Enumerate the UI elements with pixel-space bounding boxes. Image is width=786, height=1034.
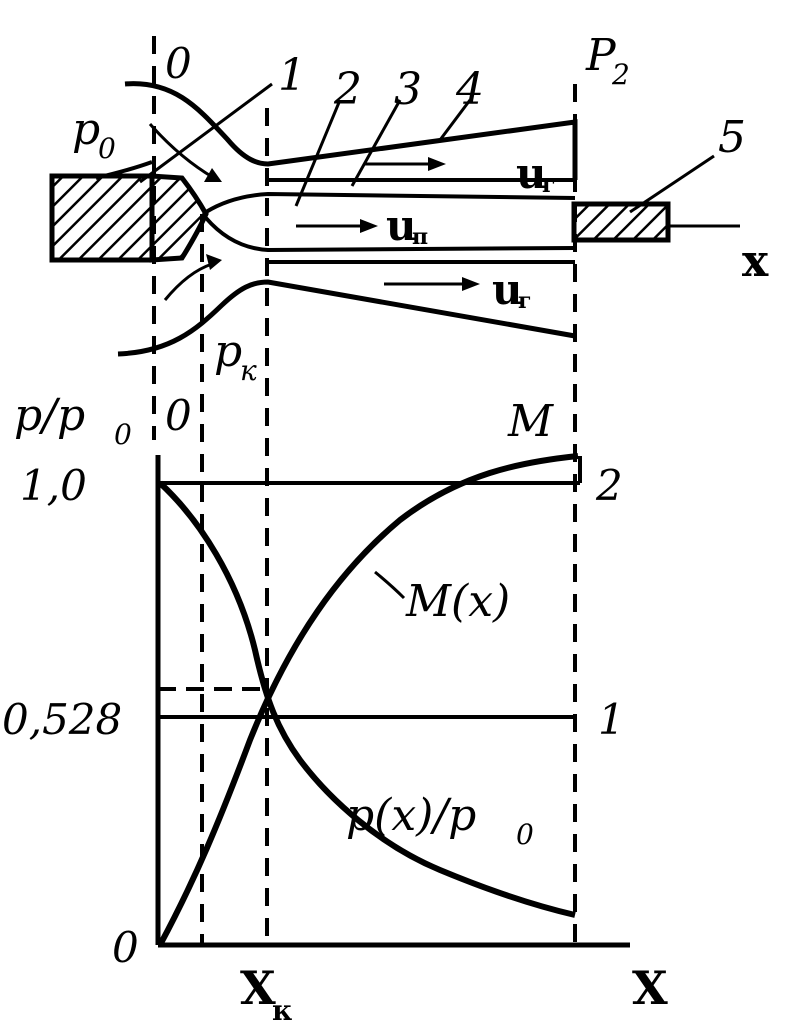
leader-region-1 — [139, 82, 273, 184]
label-M: M — [507, 396, 554, 447]
label-section-0-bottom: 0 — [165, 391, 192, 440]
label-p-of-x: p(x)/p — [346, 790, 476, 841]
label-u-core-sub: п — [412, 224, 428, 250]
label-p0-top: p — [72, 104, 100, 155]
flow-arrowhead-gas-top — [428, 157, 446, 171]
inflow-arrow-top — [148, 123, 215, 180]
label-y-axis-sub: 0 — [114, 418, 132, 451]
curve-mach-number — [157, 453, 579, 947]
probe-plate — [571, 201, 671, 243]
label-pk-sub: к — [240, 354, 257, 387]
leader-region-4 — [438, 99, 472, 141]
leader-region-2 — [294, 99, 342, 207]
label-region-1: 1 — [278, 50, 306, 101]
tick-label-0-528: 0,528 — [2, 695, 122, 744]
tick-label-1-0: 1,0 — [20, 461, 87, 510]
inflow-arrow-bottom — [163, 262, 213, 301]
label-u-gas-bottom: u — [492, 265, 523, 314]
flow-arrowhead-gas-bottom — [462, 277, 480, 291]
label-u-gas-top-sub: г — [542, 172, 555, 198]
right-tick-label-2: 2 — [595, 461, 623, 510]
label-section-0-top: 0 — [165, 39, 192, 88]
leader-p-of-x — [334, 798, 358, 822]
core-boundary-bottom — [204, 216, 576, 253]
label-region-3: 3 — [394, 64, 422, 115]
flow-arrowhead-core — [360, 219, 378, 233]
leader-M-of-x — [374, 570, 406, 600]
nozzle-body — [49, 173, 155, 263]
label-x-axis-top: x — [742, 236, 769, 287]
leader-region-3 — [350, 99, 402, 187]
label-region-5: 5 — [718, 112, 746, 163]
label-p-of-x-sub: 0 — [516, 818, 534, 851]
label-pk: p — [214, 326, 242, 377]
tick-label-0: 0 — [112, 923, 139, 972]
label-y-axis: p/p — [14, 390, 85, 441]
outer-boundary-top — [124, 81, 578, 180]
label-u-gas-bottom-sub: г — [518, 288, 531, 314]
right-tick-label-1: 1 — [598, 695, 625, 744]
label-region-4: 4 — [455, 64, 484, 115]
jet-schematic: 0 p 0 1 2 3 4 5 P 2 u г u п u г x p к — [49, 30, 769, 387]
section-lines — [152, 36, 577, 945]
label-p2-top-sub: 2 — [611, 58, 630, 91]
nozzle-tip — [149, 173, 209, 263]
entry-curve-top — [95, 160, 153, 180]
label-x-end: X — [632, 961, 668, 1015]
label-xk-sub: к — [272, 994, 292, 1027]
label-u-gas-top: u — [516, 149, 547, 198]
label-region-2: 2 — [333, 64, 362, 115]
curve-pressure-ratio — [157, 480, 576, 918]
pressure-mach-chart: p/p 0 0 M M(x) p(x)/p 0 1,0 0,528 0 2 1 … — [2, 390, 668, 1027]
leader-region-5 — [629, 154, 715, 214]
label-p0-top-sub: 0 — [98, 132, 116, 165]
label-M-of-x: M(x) — [405, 576, 510, 627]
label-u-core: u — [386, 201, 417, 250]
label-xk: X — [240, 961, 276, 1015]
inflow-arrowhead-bottom — [206, 254, 222, 270]
label-p2-top: P — [585, 30, 617, 81]
core-boundary-top — [204, 191, 576, 214]
inflow-arrowhead-top — [204, 168, 222, 182]
